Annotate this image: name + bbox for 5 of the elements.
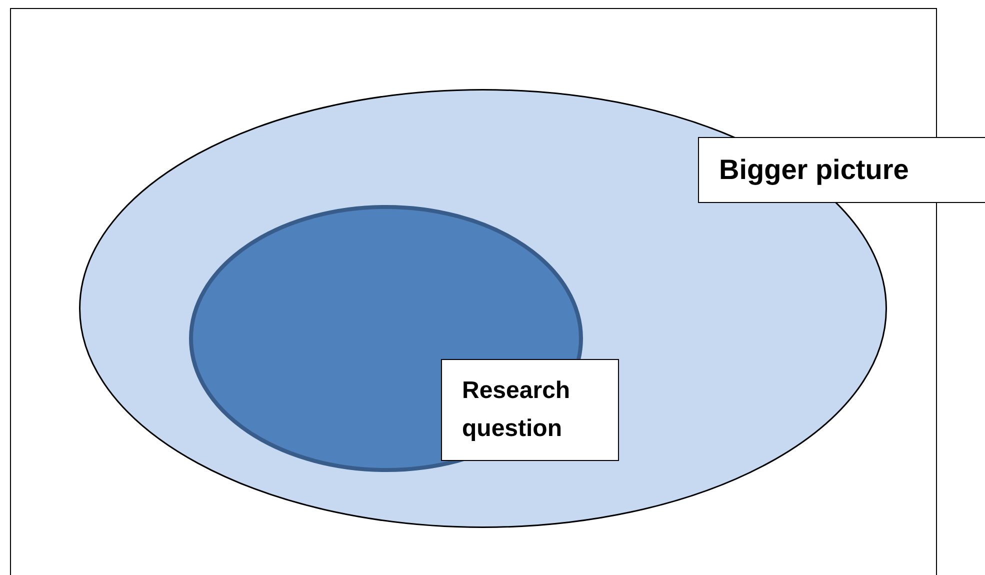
frame-border <box>10 8 937 575</box>
label-box <box>441 359 619 461</box>
label-text: Bigger picture <box>719 152 909 187</box>
label-text: Research question <box>462 376 572 444</box>
label-box <box>698 137 985 203</box>
